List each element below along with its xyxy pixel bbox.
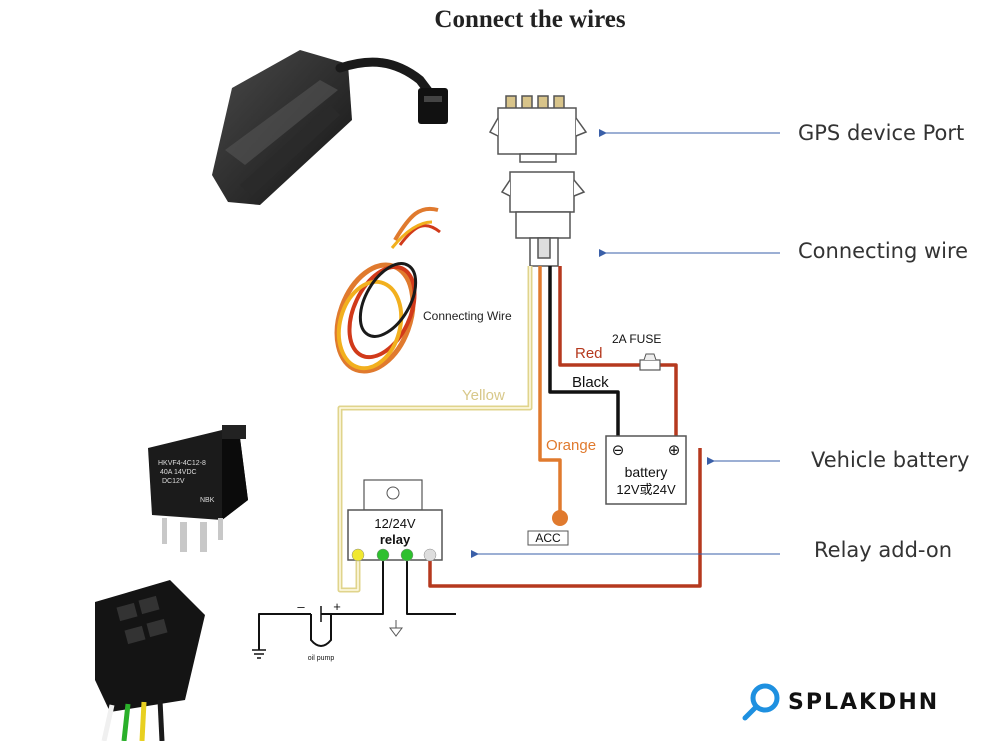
battery-minus-terminal: ⊖: [612, 441, 625, 459]
acc-label: ACC: [535, 531, 561, 545]
battery-label: battery: [625, 464, 668, 480]
brand-name: SPLAKDHN: [788, 690, 939, 715]
pump-minus: –: [297, 599, 305, 614]
harness-image: Connecting Wire: [334, 206, 512, 374]
relay-module: 12/24V relay: [347, 479, 443, 562]
pump-plus: +: [333, 599, 341, 614]
relay-photo-text-4: NBK: [200, 497, 215, 504]
relay-addon-callout: Relay add-on: [814, 538, 952, 562]
acc-terminal: ACC: [527, 510, 569, 546]
relay-socket-photo: [95, 580, 205, 741]
red-label: Red: [575, 345, 603, 362]
orange-wire: [538, 266, 562, 512]
relay-ground-wire: [321, 560, 384, 615]
fuse-label: 2A FUSE: [612, 332, 661, 346]
relay-photo-text-2: 40A 14VDC: [160, 469, 197, 476]
relay-photo-text-1: HKVF4-4C12-8: [158, 460, 206, 467]
search-icon: [750, 683, 780, 713]
relay-label: relay: [380, 532, 411, 547]
ground-symbol: [252, 649, 266, 659]
battery: ⊖ ⊕ battery 12V或24V: [605, 435, 687, 505]
harness-caption: Connecting Wire: [423, 309, 512, 323]
black-wire: [548, 266, 620, 440]
fuse: 2A FUSE: [612, 332, 661, 371]
relay-photo: HKVF4-4C12-8 40A 14VDC DC12V NBK: [148, 425, 248, 552]
ground-symbol-2: [389, 620, 403, 637]
connecting-wire-callout: Connecting wire: [798, 239, 968, 263]
yellow-wire-inner: [339, 266, 531, 591]
yellow-label: Yellow: [462, 387, 505, 404]
diagram-title: Connect the wires: [434, 6, 625, 33]
gps-port-connector: [488, 95, 588, 163]
black-label: Black: [572, 374, 609, 391]
callout-arrows: [471, 129, 780, 558]
relay-load-wire: [406, 560, 456, 615]
wires: [258, 266, 702, 650]
vehicle-battery-callout: Vehicle battery: [811, 448, 969, 472]
gps-device-image: [212, 50, 448, 205]
relay-voltage: 12/24V: [374, 516, 416, 531]
relay-pin-yellow: [351, 548, 365, 562]
red-wire: [558, 266, 678, 440]
relay-pin-grey: [423, 548, 437, 562]
brand-logo: SPLAKDHN: [742, 683, 939, 721]
wire-connector: [500, 171, 586, 267]
orange-label: Orange: [546, 437, 596, 454]
oil-pump: – + oil pump: [252, 599, 403, 662]
relay-photo-text-3: DC12V: [162, 478, 185, 485]
pump-ground-wire: [258, 613, 311, 650]
battery-plus-terminal: ⊕: [668, 441, 681, 459]
pump-label: oil pump: [308, 655, 335, 662]
relay-pin-green-1: [376, 548, 390, 562]
gps-port-callout: GPS device Port: [798, 121, 964, 145]
relay-pin-green-2: [400, 548, 414, 562]
battery-voltage: 12V或24V: [616, 482, 676, 497]
red-relay-wire: [428, 448, 702, 588]
